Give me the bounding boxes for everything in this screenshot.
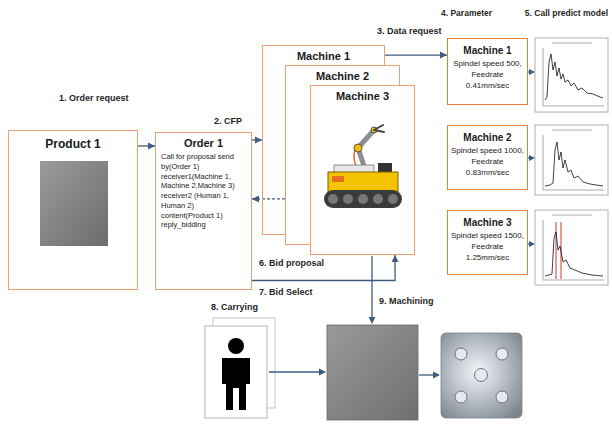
arrow-head: [440, 52, 447, 59]
connector: [138, 143, 155, 150]
arrow-head: [148, 143, 155, 150]
box-heading: Product 1: [9, 131, 137, 151]
box-heading: Machine 3: [448, 211, 527, 228]
step-label: 9. Machining: [378, 296, 435, 307]
box-body: Call for proposal send by(Order 1) recei…: [156, 149, 251, 233]
box-body: Spindel speed 500, Feedrate 0.41mm/sec: [448, 56, 527, 94]
step-label: 8. Carrying: [210, 302, 259, 313]
edge-label: 7. Bid Select: [258, 287, 314, 298]
finished-part: [441, 333, 522, 418]
robot-illustration: [322, 120, 404, 220]
arrow-head: [252, 195, 259, 202]
edge-label: 3. Data request: [376, 26, 443, 37]
parameter-box: Machine 2Spindel speed 1000, Feedrate 0.…: [447, 125, 528, 190]
connector-line: [385, 54, 447, 55]
step-label: 4. Parameter: [440, 8, 493, 19]
order-box: Order 1Call for proposal send by(Order 1…: [155, 132, 252, 290]
box-heading: Machine 3: [311, 86, 414, 102]
edge-label: 1. Order request: [58, 93, 130, 104]
product-image: [40, 161, 108, 246]
product-box: Product 1: [8, 130, 138, 290]
connector: [385, 52, 447, 59]
parameter-box: Machine 3Spindel speed 1500, Feedrate 1.…: [447, 210, 528, 275]
leader-arrow: [528, 69, 535, 247]
box-body: Spindel speed 1000, Feedrate 0.83mm/sec: [448, 143, 527, 181]
workpiece: [327, 325, 418, 420]
step-label: 5. Call predict model: [524, 8, 609, 19]
box-heading: Order 1: [156, 133, 251, 149]
process-arrow: [269, 256, 440, 379]
box-body: Spindel speed 1500, Feedrate 1.25mm/sec: [448, 228, 527, 266]
box-heading: Machine 1: [263, 46, 384, 62]
box-heading: Machine 2: [286, 66, 399, 82]
arrow-head: [392, 255, 399, 262]
connector: [252, 136, 262, 143]
machine-card: Machine 3: [310, 85, 415, 255]
edge-label: 2. CFP: [213, 116, 243, 127]
chart-plot: [535, 210, 608, 285]
connector: [252, 255, 399, 281]
connector-line: [252, 255, 395, 281]
box-heading: Machine 1: [448, 39, 527, 56]
box-heading: Machine 2: [448, 126, 527, 143]
chart-plot: [535, 38, 608, 112]
arrow-head: [255, 136, 262, 143]
chart-plot: [535, 125, 608, 195]
human-card: [205, 318, 275, 418]
edge-label: 6. Bid proposal: [258, 258, 325, 269]
parameter-box: Machine 1Spindel speed 500, Feedrate 0.4…: [447, 38, 528, 105]
